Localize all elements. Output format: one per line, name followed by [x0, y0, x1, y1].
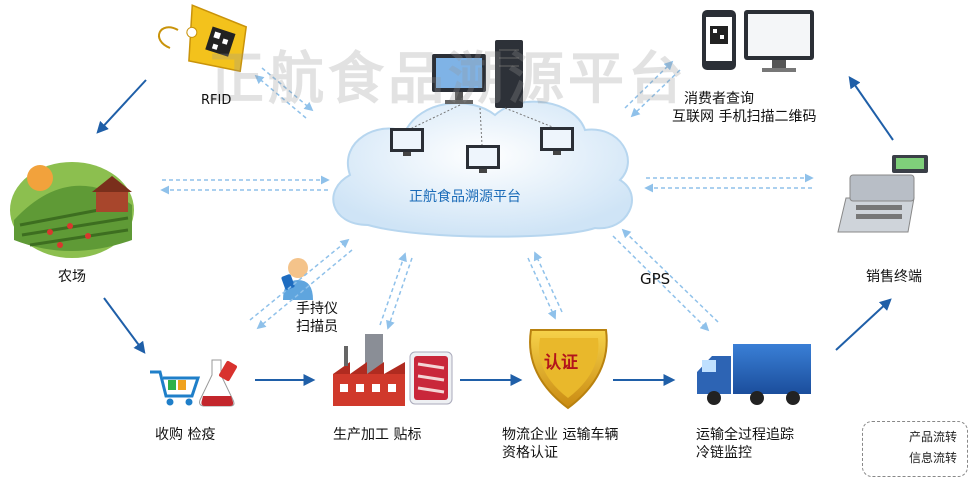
watermark: 正航食品溯源平台 [208, 47, 688, 112]
legend-info-label: 信息流转 [909, 451, 958, 465]
network-lines [407, 104, 556, 146]
transport-label-2: 冷链监控 [696, 445, 752, 461]
rfid-label: RFID [201, 93, 232, 108]
farm-icon [10, 162, 134, 258]
monitor-icon [390, 127, 574, 173]
consumer-label-1: 消费者查询 [684, 91, 754, 107]
platform-label: 正航食品溯源平台 [409, 189, 521, 205]
gps-label: GPS [640, 270, 671, 288]
rfid-string [158, 26, 179, 49]
transport-label-1: 运输全过程追踪 [696, 427, 794, 443]
rfid-tag-icon [186, 4, 248, 73]
legend-product-label: 产品流转 [909, 430, 958, 444]
info-flow-arrows [160, 60, 814, 332]
smartphone-icon [702, 10, 736, 70]
cert-badge-text: 认证 [544, 353, 578, 373]
scanner-label-2: 扫描员 [296, 319, 338, 335]
logistics-label-1: 物流企业 运输车辆 [502, 427, 619, 443]
truck-icon [697, 344, 811, 405]
purchase-label: 收购 检疫 [155, 427, 216, 443]
farm-label: 农场 [58, 269, 86, 285]
product-flow-arrows [96, 76, 894, 386]
logistics-label-2: 资格认证 [502, 445, 558, 461]
handheld-scanner-person-icon [281, 258, 313, 300]
pos-label: 销售终端 [866, 269, 922, 285]
legend: 产品流转 信息流转 [862, 421, 968, 477]
certification-shield-icon [529, 329, 608, 410]
scanner-label-1: 手持仪 [296, 301, 338, 317]
shopping-cart-icon [150, 370, 201, 406]
pos-terminal-icon [837, 155, 928, 233]
test-flask-icon [199, 359, 237, 407]
meat-package-icon [409, 351, 453, 405]
desktop-monitor-icon [744, 10, 814, 72]
factory-icon [333, 334, 405, 406]
consumer-label-2: 互联网 手机扫描二维码 [672, 109, 817, 125]
production-label: 生产加工 贴标 [333, 427, 422, 443]
server-icon [432, 40, 523, 108]
